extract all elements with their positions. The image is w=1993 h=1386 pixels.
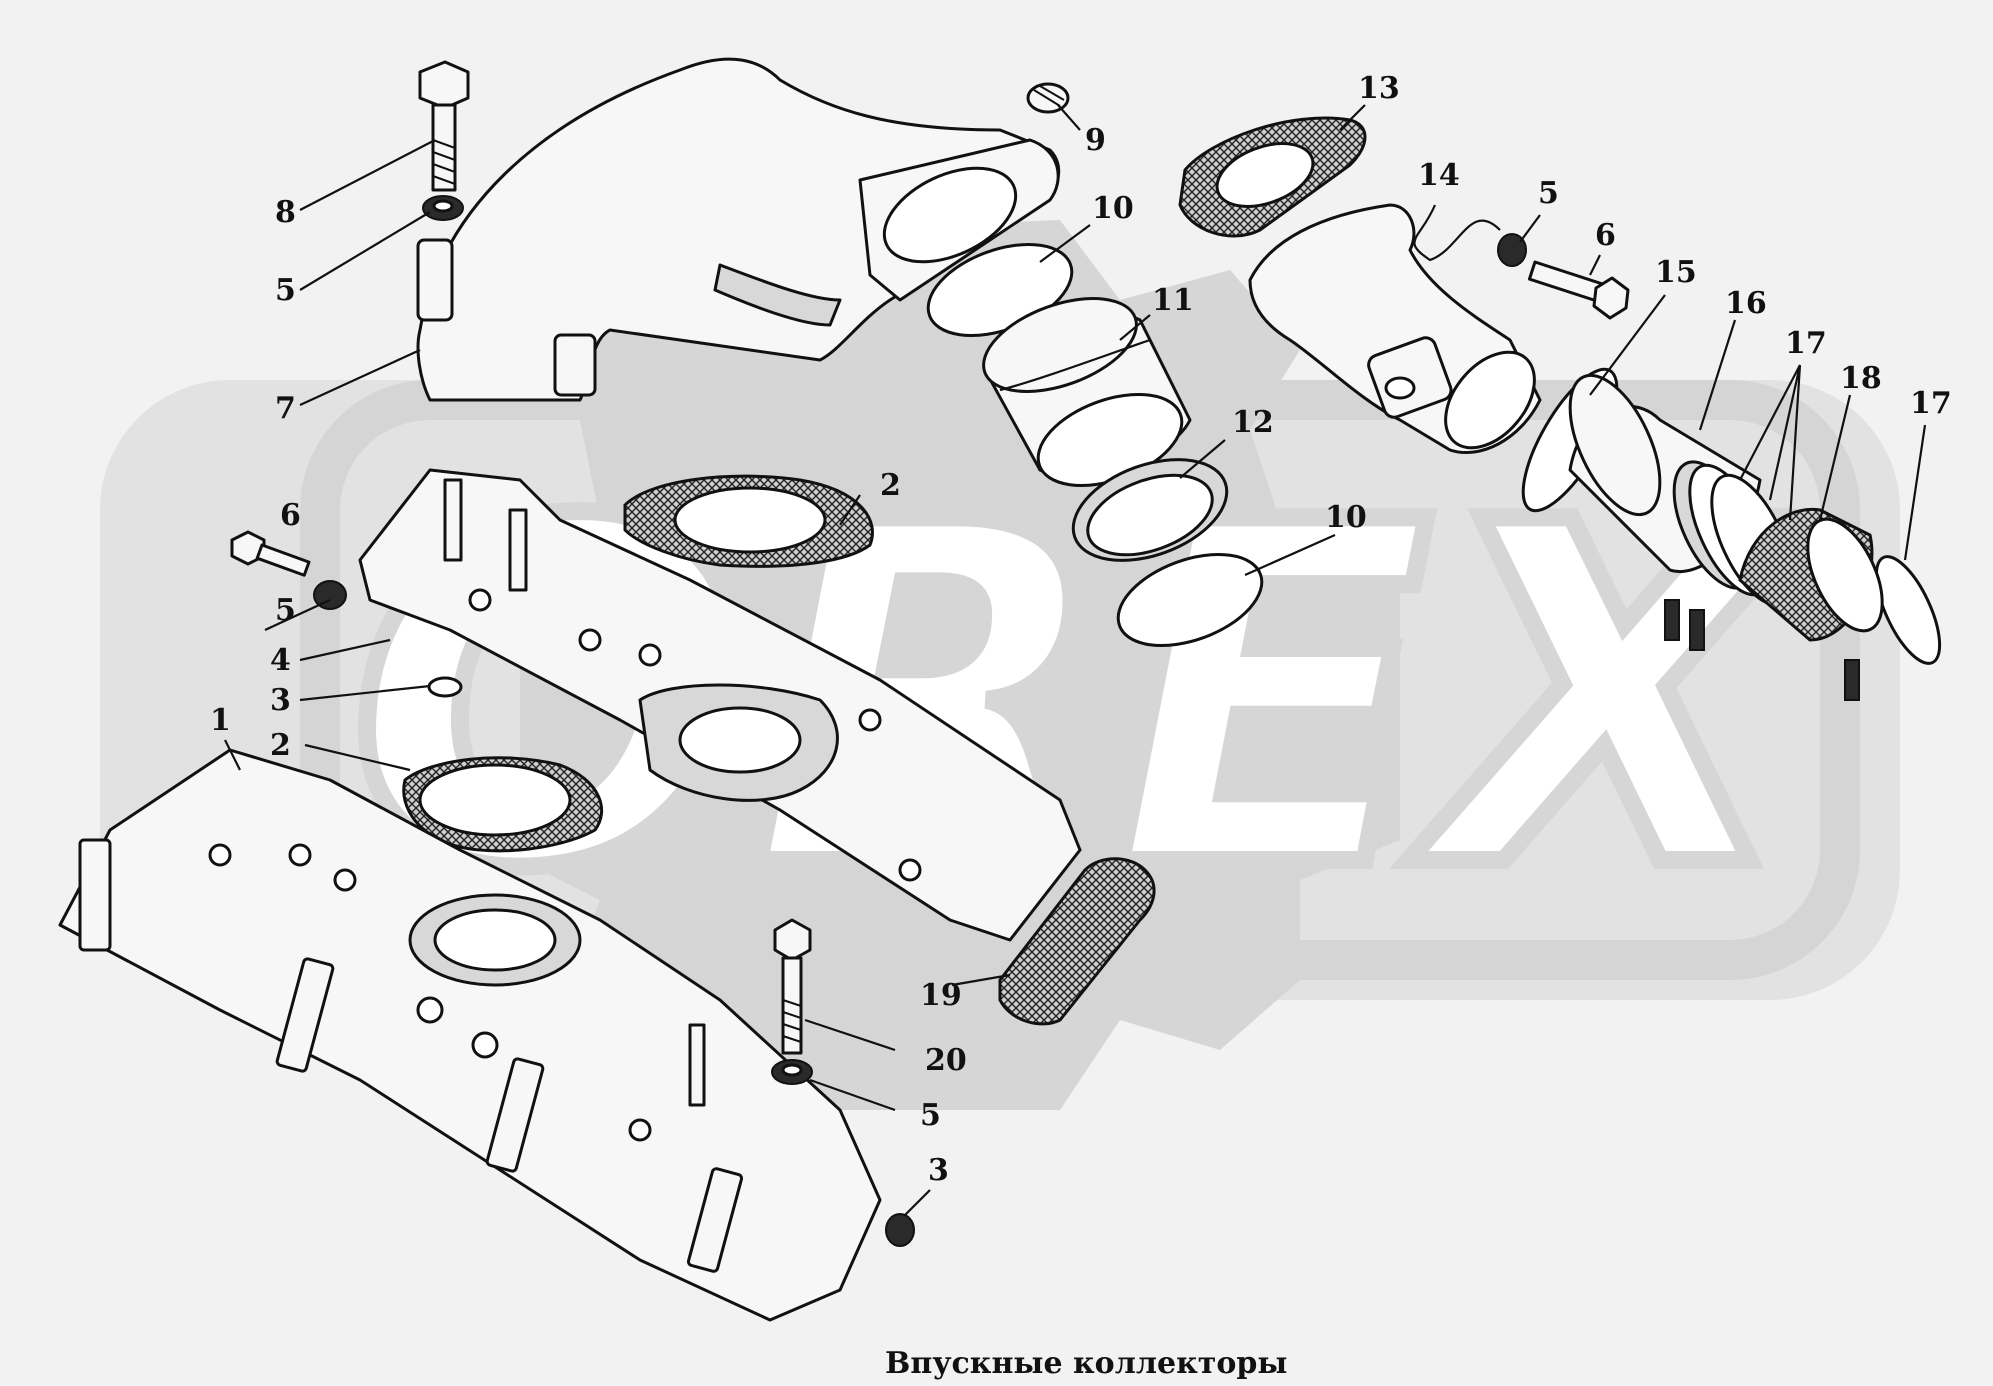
elbow-pipe-7: [416, 57, 1061, 402]
ring-3-left: [427, 676, 463, 698]
callout-3b: 3: [928, 1153, 949, 1188]
washer-5-right: [1497, 233, 1527, 267]
callout-15: 15: [1655, 255, 1697, 290]
callout-19: 19: [920, 978, 962, 1013]
callout-20: 20: [925, 1043, 967, 1078]
bolt-6-left: [230, 530, 311, 577]
callout-17: 17: [1785, 326, 1827, 361]
callout-14: 14: [1418, 158, 1460, 193]
callout-13: 13: [1358, 71, 1400, 106]
seal-12: [1071, 458, 1229, 562]
callout-labels: 1 2 2 3 3 4 5 5 5 5 6 6 7 8 9 10 10 11 1…: [210, 71, 1952, 1188]
callout-5: 5: [275, 273, 296, 308]
callout-12: 12: [1232, 405, 1274, 440]
callout-5b: 5: [275, 593, 296, 628]
diagram-caption: Впускные коллекторы: [885, 1346, 1287, 1381]
callout-16: 16: [1725, 286, 1767, 321]
manifold-1: [58, 748, 882, 1322]
callout-3: 3: [270, 683, 291, 718]
callout-10b: 10: [1325, 500, 1367, 535]
gasket-13: [1178, 116, 1367, 238]
gasket-19: [998, 857, 1156, 1026]
washer-5-left: [313, 580, 347, 610]
gasket-2-upper: [623, 474, 874, 568]
manifold-4: [358, 468, 1082, 942]
callout-5c: 5: [1538, 176, 1559, 211]
nut-3-bottom: [885, 1213, 915, 1247]
callout-18: 18: [1840, 361, 1882, 396]
callout-11: 11: [1152, 283, 1194, 318]
callout-2b: 2: [270, 728, 291, 763]
sleeve-18: [1738, 507, 1884, 642]
callout-4: 4: [270, 643, 291, 678]
callout-1: 1: [210, 703, 231, 738]
callout-6: 6: [280, 498, 301, 533]
bolt-20: [773, 918, 812, 1055]
callout-10: 10: [1092, 191, 1134, 226]
callout-7: 7: [275, 391, 296, 426]
gasket-2-lower: [402, 756, 604, 853]
callout-17b: 17: [1910, 386, 1952, 421]
callout-2: 2: [880, 468, 901, 503]
leader-lines: [224, 104, 1927, 1216]
outlet-elbow-14: [1248, 203, 1542, 455]
callout-5d: 5: [920, 1098, 941, 1133]
callout-9: 9: [1085, 123, 1106, 158]
plug-9: [1026, 82, 1070, 114]
callout-6b: 6: [1595, 218, 1616, 253]
bolt-6-right: [1527, 260, 1630, 320]
o-ring-10-bottom: [1116, 552, 1264, 648]
clamp-17-right: [1844, 555, 1942, 701]
sleeve-11: [982, 297, 1192, 488]
callout-8: 8: [275, 195, 296, 230]
bolt-8: [418, 60, 470, 192]
